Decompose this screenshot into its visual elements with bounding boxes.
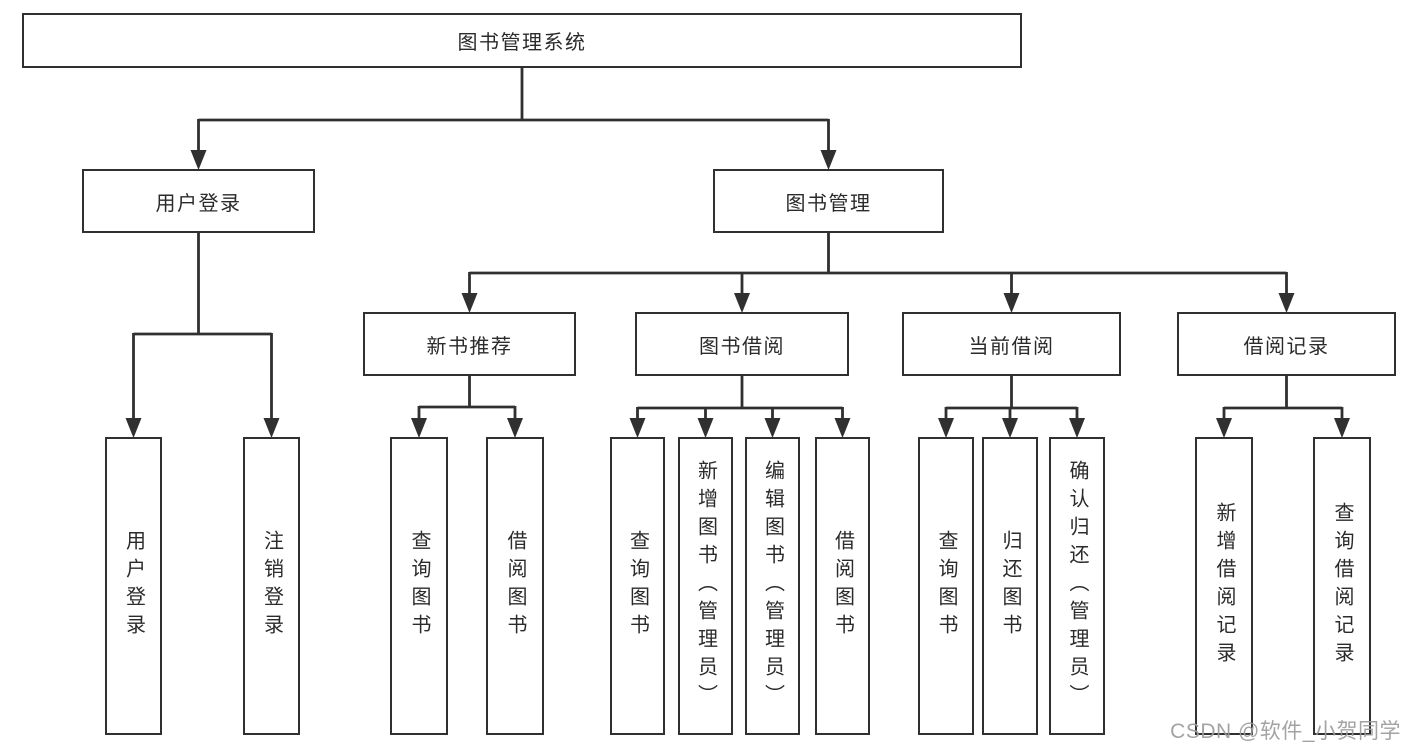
node-label: 用户登录: [122, 530, 145, 642]
node-root: 图书管理系统: [22, 13, 1022, 68]
node-label: 查询图书: [408, 530, 430, 642]
node-label: 图书管理系统: [457, 32, 587, 54]
leaf-recommend-borrow-books: 借阅图书: [486, 437, 544, 735]
node-label: 用户登录: [155, 192, 242, 215]
node-label: 图书借阅: [699, 335, 785, 358]
node-label: 查询图书: [935, 530, 957, 642]
node-label: 新书推荐: [426, 335, 513, 358]
node-label: 当前借阅: [968, 335, 1055, 358]
node-label: 查询图书: [626, 530, 649, 642]
leaf-logout: 注销登录: [243, 437, 300, 735]
node-label: 借阅图书: [504, 530, 526, 642]
node-label: 借阅图书: [831, 530, 854, 642]
node-label: 归还图书: [999, 530, 1021, 642]
leaf-recommend-query-books: 查询图书: [390, 437, 448, 735]
node-borrowing-records: 借阅记录: [1177, 312, 1396, 376]
leaf-borrowing-edit-books-admin: 编辑图书（管理员）: [745, 437, 800, 735]
node-user-login: 用户登录: [82, 169, 315, 233]
csdn-watermark: CSDN @软件_小贺同学: [1170, 720, 1401, 743]
leaf-current-confirm-return-admin: 确认归还（管理员）: [1049, 437, 1105, 735]
leaf-borrowing-add-books-admin: 新增图书（管理员）: [678, 437, 733, 735]
node-label: 新增图书（管理员）: [694, 460, 717, 712]
leaf-current-query-books: 查询图书: [918, 437, 974, 735]
leaf-records-query-record: 查询借阅记录: [1313, 437, 1371, 735]
leaf-current-return-books: 归还图书: [982, 437, 1038, 735]
node-label: 图书管理: [785, 192, 872, 215]
node-label: 编辑图书（管理员）: [761, 460, 784, 712]
leaf-records-add-record: 新增借阅记录: [1195, 437, 1253, 735]
node-label: 借阅记录: [1243, 335, 1330, 358]
node-book-borrowing: 图书借阅: [635, 312, 849, 376]
node-new-book-recommend: 新书推荐: [363, 312, 576, 376]
leaf-borrowing-query-books: 查询图书: [610, 437, 665, 735]
leaf-borrowing-borrow-books: 借阅图书: [815, 437, 870, 735]
leaf-user-login: 用户登录: [105, 437, 162, 735]
node-label: 新增借阅记录: [1213, 502, 1235, 670]
node-label: 查询借阅记录: [1331, 502, 1353, 670]
node-book-management: 图书管理: [713, 169, 944, 233]
node-current-borrowing: 当前借阅: [902, 312, 1121, 376]
node-label: 确认归还（管理员）: [1066, 460, 1088, 712]
node-label: 注销登录: [260, 530, 283, 642]
